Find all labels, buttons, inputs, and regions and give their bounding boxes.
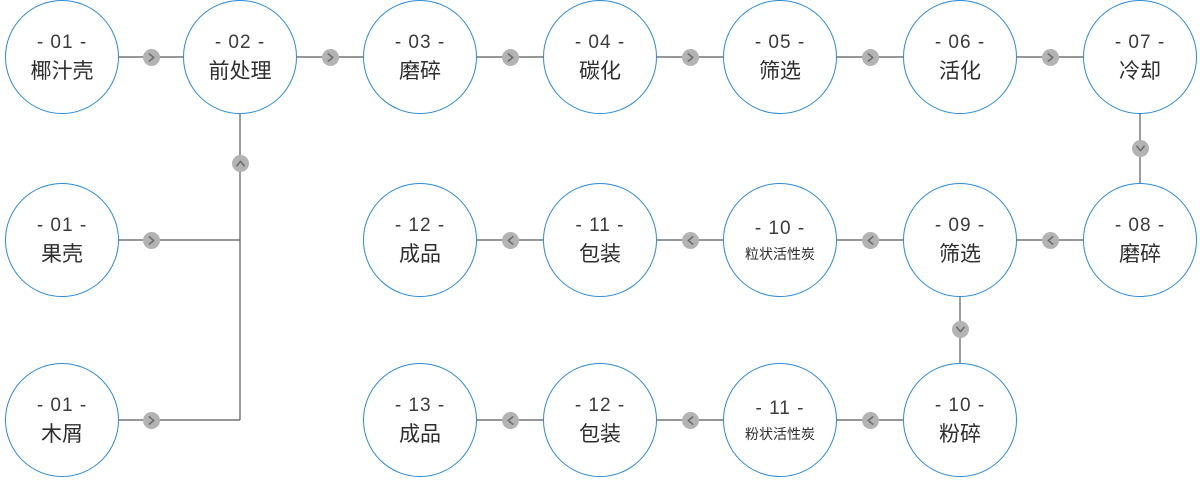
node-index-label: - 11 - [575, 214, 625, 236]
process-node[interactable]: - 11 - 粉状活性炭 [723, 363, 837, 477]
chevron-left-icon [681, 411, 699, 429]
chevron-right-icon [142, 411, 160, 429]
node-index-label: - 12 - [394, 214, 446, 236]
chevron-left-icon [501, 231, 519, 249]
chevron-right-icon [142, 231, 160, 249]
node-title-label: 成品 [399, 422, 441, 446]
chevron-up-icon [231, 154, 249, 172]
chevron-down-icon [1131, 139, 1149, 157]
chevron-left-icon [501, 411, 519, 429]
chevron-left-icon [861, 411, 879, 429]
node-title-label: 粉碎 [939, 422, 981, 446]
chevron-right-icon [681, 48, 699, 66]
node-index-label: - 02 - [214, 31, 266, 53]
node-index-label: - 01 - [36, 394, 88, 416]
process-node[interactable]: - 08 - 磨碎 [1083, 183, 1197, 297]
process-node[interactable]: - 03 - 磨碎 [363, 0, 477, 114]
chevron-down-icon [951, 320, 969, 338]
process-node[interactable]: - 13 - 成品 [363, 363, 477, 477]
process-node[interactable]: - 09 - 筛选 [903, 183, 1017, 297]
node-title-label: 活化 [939, 59, 981, 83]
chevron-left-icon [1041, 231, 1059, 249]
process-node[interactable]: - 12 - 包装 [543, 363, 657, 477]
node-index-label: - 13 - [394, 394, 446, 416]
node-index-label: - 08 - [1114, 214, 1166, 236]
chevron-right-icon [142, 48, 160, 66]
node-title-label: 包装 [579, 242, 621, 266]
process-node[interactable]: - 07 - 冷却 [1083, 0, 1197, 114]
node-index-label: - 10 - [934, 394, 986, 416]
process-node[interactable]: - 10 - 粒状活性炭 [723, 183, 837, 297]
node-index-label: - 03 - [394, 31, 446, 53]
node-title-label: 磨碎 [1119, 242, 1161, 266]
chevron-right-icon [501, 48, 519, 66]
node-index-label: - 01 - [36, 214, 88, 236]
node-index-label: - 10 - [754, 218, 806, 239]
node-index-label: - 12 - [574, 394, 626, 416]
chevron-left-icon [681, 231, 699, 249]
process-node[interactable]: - 04 - 碳化 [543, 0, 657, 114]
node-index-label: - 01 - [36, 31, 88, 53]
node-title-label: 粉状活性炭 [745, 426, 815, 442]
node-title-label: 椰汁壳 [30, 59, 94, 83]
process-node[interactable]: - 02 - 前处理 [183, 0, 297, 114]
process-node[interactable]: - 01 - 果壳 [5, 183, 119, 297]
node-title-label: 冷却 [1119, 59, 1161, 83]
node-title-label: 前处理 [208, 59, 272, 83]
node-title-label: 包装 [579, 422, 621, 446]
node-title-label: 筛选 [759, 59, 801, 83]
process-node[interactable]: - 06 - 活化 [903, 0, 1017, 114]
node-title-label: 木屑 [41, 422, 83, 446]
chevron-left-icon [861, 231, 879, 249]
node-title-label: 碳化 [579, 59, 621, 83]
process-node[interactable]: - 05 - 筛选 [723, 0, 837, 114]
node-index-label: - 05 - [754, 31, 806, 53]
node-index-label: - 11 - [755, 398, 805, 419]
node-index-label: - 09 - [934, 214, 986, 236]
chevron-right-icon [321, 48, 339, 66]
node-title-label: 粒状活性炭 [745, 246, 815, 262]
node-title-label: 成品 [399, 242, 441, 266]
node-index-label: - 07 - [1114, 31, 1166, 53]
node-title-label: 磨碎 [399, 59, 441, 83]
node-index-label: - 06 - [934, 31, 986, 53]
process-node[interactable]: - 01 - 椰汁壳 [5, 0, 119, 114]
process-node[interactable]: - 12 - 成品 [363, 183, 477, 297]
process-node[interactable]: - 10 - 粉碎 [903, 363, 1017, 477]
node-title-label: 筛选 [939, 242, 981, 266]
chevron-right-icon [1041, 48, 1059, 66]
process-node[interactable]: - 11 - 包装 [543, 183, 657, 297]
chevron-right-icon [861, 48, 879, 66]
process-node[interactable]: - 01 - 木屑 [5, 363, 119, 477]
node-index-label: - 04 - [574, 31, 626, 53]
node-title-label: 果壳 [41, 242, 83, 266]
